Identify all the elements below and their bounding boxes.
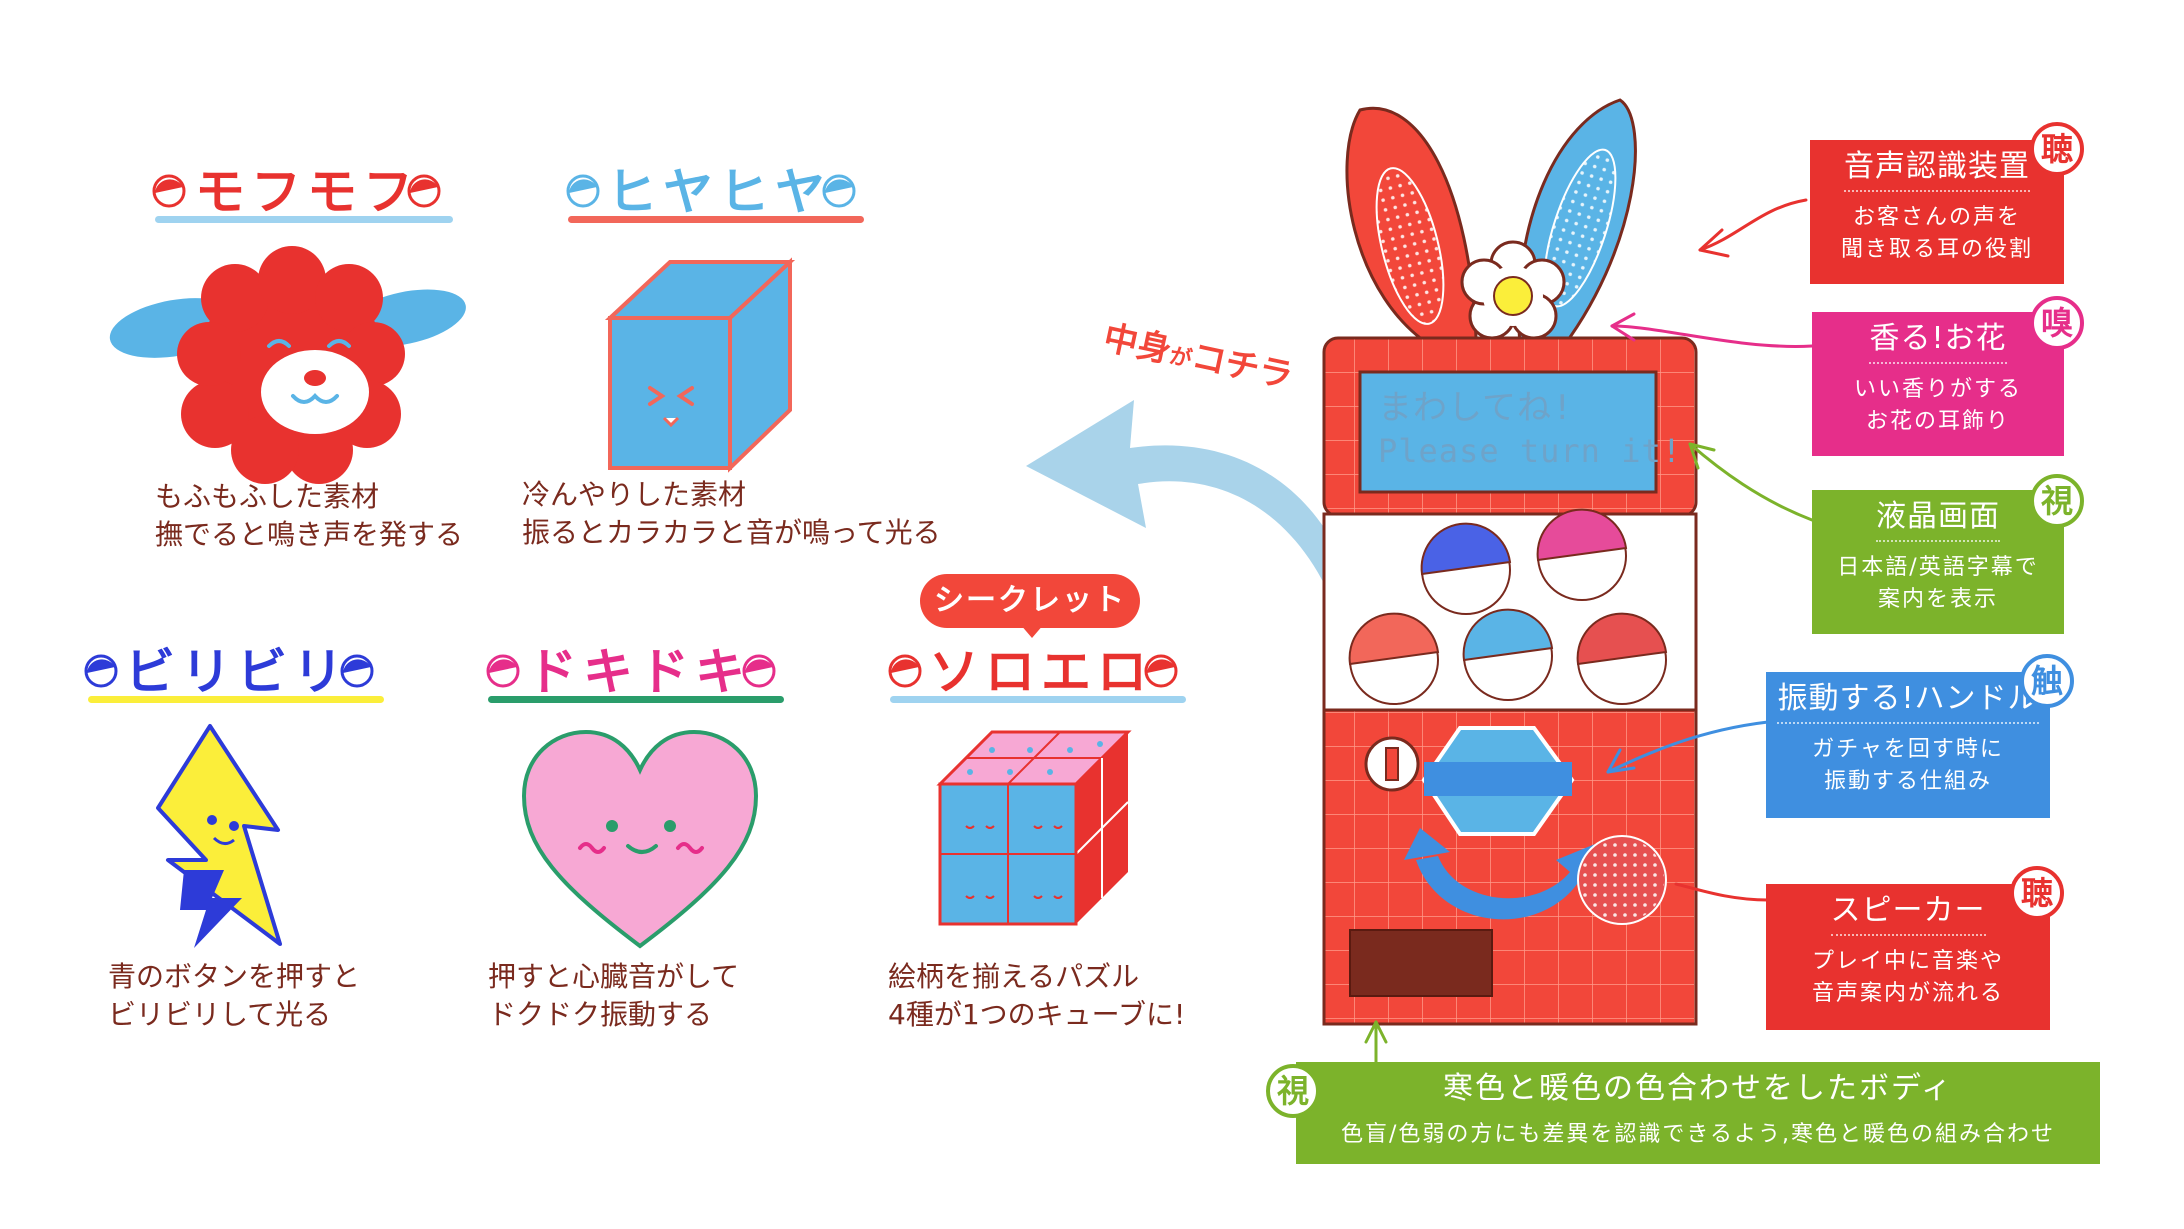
product-desc-line1: 押すと心臓音がして [488,960,740,993]
product-desc-line2: 4種が1つのキューブに! [888,998,1186,1031]
product-hiyahiya: ヒヤヒヤ 冷んやりした素材 振るとカラカラと音が鳴って光る [522,150,960,550]
title-marker-left [888,654,922,688]
callout-title: 香る!お花 [1869,324,2007,364]
title-marker-right [1144,654,1178,688]
sense-smell-icon: 嗅 [2030,296,2084,350]
callout-flower-scent: 香る!お花 いい香りがするお花の耳飾り [1812,312,2064,456]
lcd-line2: Please turn it! [1378,432,1682,470]
capsules [1348,508,1668,705]
secret-badge: シークレット [920,574,1140,628]
sheep-plush-illustration [109,246,466,484]
callout-body2: 振動する仕組み [1823,769,1992,794]
lightning-bolt-illustration [156,724,282,948]
product-title: ビリビリ [125,643,349,701]
product-soroero: シークレット ソロエロ 絵柄を揃えるパズル 4種が1つのキューブに! [880,570,1240,1040]
badge-pointer [1020,624,1044,638]
callout-body-colors: 寒色と暖色の色合わせをしたボディ 色盲/色弱の方にも差異を認識できるよう,寒色と… [1296,1062,2100,1164]
callout-body2: 音声案内が流れる [1811,981,2004,1006]
product-desc-line2: ビリビリして光る [108,998,332,1031]
callout-title: 寒色と暖色の色合わせをしたボディ [1443,1071,1953,1106]
product-title: ヒヤヒヤ [607,163,831,221]
title-marker-right [340,654,374,688]
callout-title: 液晶画面 [1876,502,2000,542]
callout-body1: お客さんの声を [1852,205,2021,230]
callout-title: スピーカー [1830,896,1986,936]
callout-lcd-screen: 液晶画面 日本語/英語字幕で案内を表示 [1812,490,2064,634]
ice-cube-illustration [604,257,796,473]
callout-title: 音声認識装置 [1844,152,2030,192]
callout-vibrating-handle: 振動する!ハンドル ガチャを回す時に振動する仕組み [1766,672,2050,818]
callout-speaker: スピーカー プレイ中に音楽や音声案内が流れる [1766,884,2050,1030]
product-mofumofu: モフモフ もふもふした素材 撫でると鳴き声を発する [100,150,466,551]
callout-body: 色盲/色弱の方にも差異を認識できるよう,寒色と暖色の組み合わせ [1341,1122,2055,1147]
product-desc-line1: 絵柄を揃えるパズル [888,960,1140,993]
callout-body2: 案内を表示 [1877,587,1998,612]
title-marker-right [407,174,441,208]
product-desc-line1: 青のボタンを押すと [108,960,361,993]
callout-body1: いい香りがする [1853,377,2022,402]
puzzle-cube-illustration [936,730,1132,926]
product-dokidoki: ドキドキ 押すと心臓音がして ドクドク振動する [480,640,840,1040]
heart-illustration [521,729,759,949]
title-underline [568,216,864,223]
sense-touch-icon: 触 [2020,654,2074,708]
product-desc-line2: 撫でると鳴き声を発する [155,518,464,551]
title-underline [88,696,384,703]
product-desc-line2: ドクドク振動する [488,998,713,1031]
title-underline [488,696,784,703]
product-title: ソロエロ [929,643,1153,701]
contents-arrow [1026,400,1360,620]
title-marker-left [152,174,186,208]
title-underline [890,696,1186,703]
product-desc-line1: 冷んやりした素材 [522,478,747,511]
product-title: ドキドキ [527,643,751,701]
sense-sight-icon: 視 [2030,474,2084,528]
callout-title: 振動する!ハンドル [1777,684,2039,724]
product-biribiri: ビリビリ 青のボタンを押すと ビリビリして光る [80,640,400,1040]
callout-body1: ガチャを回す時に [1812,737,2004,762]
sense-sight-icon: 視 [1266,1064,1320,1118]
sense-hearing-icon: 聴 [2030,122,2084,176]
callout-body1: プレイ中に音楽や [1811,949,2004,974]
callout-body1: 日本語/英語字幕で [1837,555,2039,580]
title-marker-left [566,174,600,208]
callout-body2: 聞き取る耳の役割 [1840,237,2033,262]
lcd-line1: まわしてね! [1378,388,1574,428]
gacha-machine [1322,98,1698,1026]
flower-ornament [1460,240,1566,340]
callout-body2: お花の耳飾り [1865,409,2010,434]
title-marker-right [822,174,856,208]
product-desc-line1: もふもふした素材 [155,480,380,513]
callout-voice-recognition: 音声認識装置 お客さんの声を聞き取る耳の役割 [1810,140,2064,284]
product-desc-line2: 振るとカラカラと音が鳴って光る [522,516,941,549]
product-title: モフモフ [195,163,419,221]
sense-hearing-icon: 聴 [2010,866,2064,920]
title-marker-left [84,654,118,688]
title-marker-left [486,654,520,688]
title-marker-right [742,654,776,688]
title-underline [155,216,453,223]
